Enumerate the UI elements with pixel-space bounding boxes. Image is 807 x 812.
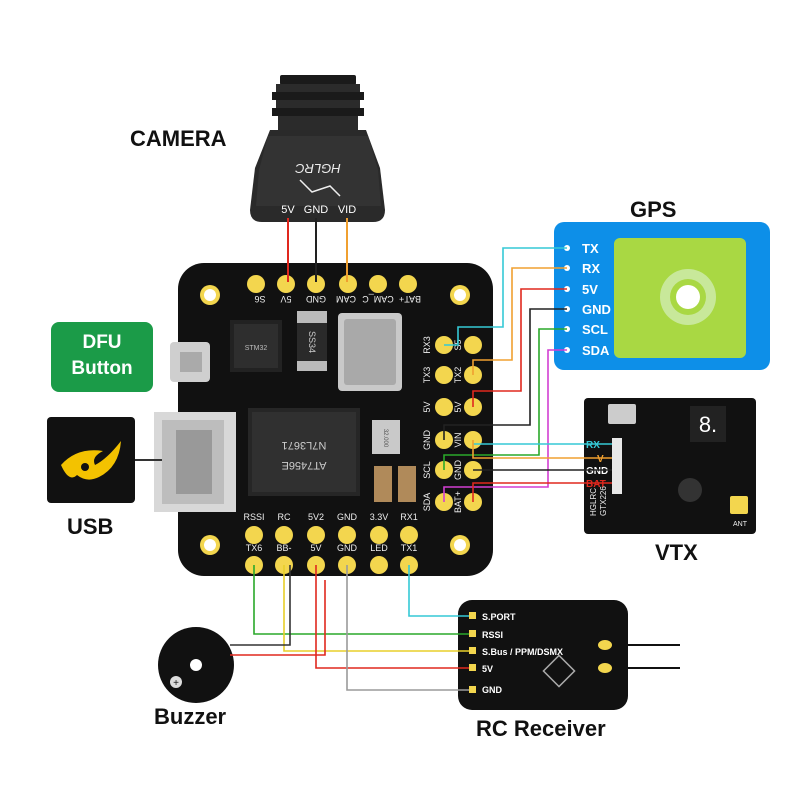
gps-pin-sda: SDA bbox=[582, 343, 610, 358]
pad-label-bat-right: BAT+ bbox=[453, 491, 463, 513]
rc-pin-rssi: RSSI bbox=[482, 630, 503, 640]
pad-label-tx2: TX2 bbox=[453, 367, 463, 384]
rc-buzzer-wires bbox=[230, 565, 469, 691]
pad-label-gnd-top: GND bbox=[306, 294, 327, 304]
pad-label-5v-left: 5V bbox=[422, 401, 432, 412]
gps-module: TX RX 5V GND SCL SDA bbox=[554, 222, 770, 370]
pad-label-bat-top: BAT+ bbox=[399, 294, 421, 304]
pad-label-gnd-b2: GND bbox=[337, 543, 358, 553]
gps-pin-5v: 5V bbox=[582, 282, 598, 297]
pad-label-5v-right: 5V bbox=[453, 401, 463, 412]
camera-pin-vid: VID bbox=[338, 204, 356, 216]
dfu-line-2: Button bbox=[71, 358, 133, 379]
camera-label: CAMERA bbox=[130, 126, 227, 151]
vtx-pin-bat: BAT bbox=[586, 479, 606, 490]
pad-label-rx3: RX3 bbox=[422, 336, 432, 354]
chip-at7456e: AT7456E bbox=[281, 459, 326, 471]
buzzer-label: Buzzer bbox=[154, 704, 227, 729]
camera-module: HGLRC 5V GND VID bbox=[250, 75, 385, 222]
chip-ss34: SS34 bbox=[307, 331, 317, 353]
pad-label-bb: BB- bbox=[276, 543, 291, 553]
rc-receiver: S.PORT RSSI S.Bus / PPM/DSMX 5V GND bbox=[458, 600, 680, 710]
svg-text:+: + bbox=[173, 678, 179, 689]
rc-pin-sport: S.PORT bbox=[482, 612, 516, 622]
gps-pin-gnd: GND bbox=[582, 302, 611, 317]
pad-label-rssi: RSSI bbox=[243, 512, 264, 522]
pad-label-cam-c: CAM_C bbox=[362, 294, 394, 304]
gps-pin-scl: SCL bbox=[582, 322, 608, 337]
vtx-module: 8. RX V GND BAT HGLRC GTX226 ANT bbox=[584, 398, 756, 534]
pad-label-s6: S6 bbox=[254, 294, 265, 304]
chip-stm32: STM32 bbox=[245, 345, 268, 352]
camera-wires bbox=[287, 218, 348, 282]
vtx-ant-label: ANT bbox=[733, 521, 748, 528]
vtx-label: VTX bbox=[655, 540, 698, 565]
vtx-pin-gnd: GND bbox=[586, 466, 608, 477]
gps-pin-rx: RX bbox=[582, 261, 600, 276]
pad-label-gnd-right: GND bbox=[453, 460, 463, 481]
pad-label-cam: CAM bbox=[336, 294, 356, 304]
pad-label-gnd-b1: GND bbox=[337, 512, 358, 522]
vtx-pin-rx: RX bbox=[586, 440, 600, 451]
pad-label-sda: SDA bbox=[422, 493, 432, 512]
vtx-model: GTX226 bbox=[599, 486, 608, 516]
pad-label-rc: RC bbox=[278, 512, 291, 522]
pad-label-led: LED bbox=[370, 543, 388, 553]
pad-label-5v-top: 5V bbox=[280, 294, 291, 304]
gps-pin-tx: TX bbox=[582, 241, 599, 256]
gps-wires bbox=[443, 247, 567, 502]
usb-logo-icon bbox=[61, 441, 121, 480]
chip-crystal: 32.000 bbox=[382, 429, 388, 448]
dfu-line-1: DFU bbox=[82, 332, 122, 353]
usb-label: USB bbox=[67, 514, 114, 539]
pad-label-vin: VIN bbox=[453, 432, 463, 447]
pad-label-scl: SCL bbox=[422, 461, 432, 479]
pad-label-3v3: 3.3V bbox=[370, 512, 389, 522]
rc-pin-sbus: S.Bus / PPM/DSMX bbox=[482, 647, 563, 657]
dfu-button-label: DFU Button bbox=[51, 322, 153, 392]
pad-label-tx6: TX6 bbox=[246, 543, 263, 553]
rc-receiver-label: RC Receiver bbox=[476, 716, 606, 741]
pad-label-gnd-left: GND bbox=[422, 430, 432, 451]
vtx-brand: HGLRC bbox=[589, 488, 598, 516]
rc-pin-gnd: GND bbox=[482, 685, 503, 695]
pad-label-tx3: TX3 bbox=[422, 367, 432, 384]
pad-label-tx1: TX1 bbox=[401, 543, 418, 553]
chip-n7l3671: N7L3671 bbox=[282, 439, 327, 451]
usb-logo-box bbox=[47, 417, 135, 503]
buzzer: + bbox=[158, 627, 234, 703]
pad-label-5v-b: 5V bbox=[310, 543, 321, 553]
rc-pin-5v: 5V bbox=[482, 664, 493, 674]
vtx-pin-v: V bbox=[597, 454, 604, 465]
gps-label: GPS bbox=[630, 197, 677, 222]
svg-text:8.: 8. bbox=[699, 412, 717, 437]
pad-label-5v2: 5V2 bbox=[308, 512, 324, 522]
camera-logo-text: HGLRC bbox=[295, 161, 341, 176]
vtx-wires bbox=[472, 440, 612, 502]
flight-controller-board: S6 5V GND CAM CAM_C BAT+ STM32 SS34 N7L3… bbox=[154, 263, 493, 576]
camera-pin-gnd: GND bbox=[304, 204, 329, 216]
pad-label-rx1: RX1 bbox=[400, 512, 418, 522]
camera-pin-5v: 5V bbox=[281, 204, 295, 216]
